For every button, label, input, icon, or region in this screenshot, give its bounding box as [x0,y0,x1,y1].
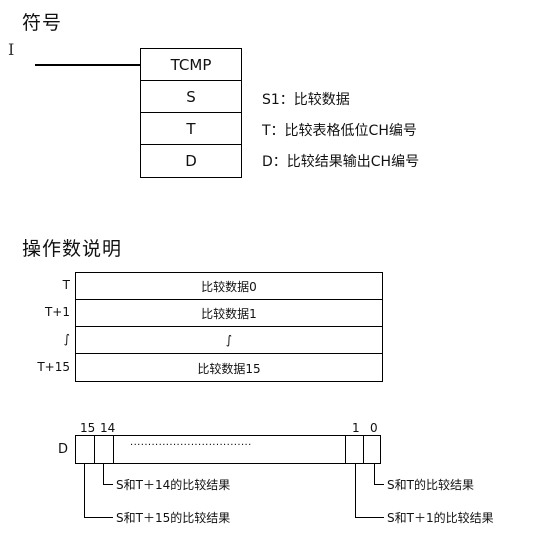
table-row: ∫ [76,327,382,354]
leader-bit1 [355,464,356,517]
leader-bit15-h [84,517,113,518]
leader-bit14 [103,464,104,484]
symbol-row-d: D [185,152,197,170]
symbol-row-s: S [141,81,241,113]
table-label-t1: T+1 [44,305,70,319]
leader-bit0-h [374,484,384,485]
bit-cell-15 [76,436,95,463]
desc-s: S1：比较数据 [262,92,350,108]
table-label-t15: T+15 [37,360,70,374]
table-label-ellipsis: ∫ [63,332,70,346]
annotation-bit14: S和T＋14的比较结果 [116,478,231,492]
symbol-title: TCMP [141,49,241,81]
bit-label-0: 0 [370,421,378,435]
register-label: D [58,442,69,457]
desc-t: T：比较表格低位CH编号 [262,123,417,139]
annotation-bit15: S和T＋15的比较结果 [116,511,231,525]
desc-d: D：比较结果输出CH编号 [262,154,420,170]
input-line [35,64,141,66]
annotation-bit0: S和T的比较结果 [387,478,474,492]
bit-label-14: 14 [100,421,116,435]
tcmp-symbol-box: TCMP S T D [140,48,242,178]
bit-dots: ·································· [130,440,252,451]
bit-register-box [75,435,381,464]
symbol-row-t: T [141,113,241,145]
bit-cell-1 [345,436,364,463]
leader-bit14-h [103,484,113,485]
operand-heading: 操作数说明 [22,238,123,260]
table-label-t: T [62,278,70,292]
annotation-bit1: S和T＋1的比较结果 [387,511,494,525]
symbol-heading: 符号 [22,12,63,34]
bit-cell-14 [95,436,114,463]
table-row: 比较数据1 [76,300,382,327]
table-row: 比较数据0 [76,273,382,300]
comparison-table: 比较数据0 比较数据1 ∫ 比较数据15 [75,272,383,382]
table-row: 比较数据15 [197,361,261,376]
leader-bit1-h [355,517,384,518]
leader-bit0 [374,464,375,484]
bit-label-15: 15 [80,421,96,435]
leader-bit15 [84,464,85,517]
text-cursor-icon: I [8,40,15,59]
bit-label-1: 1 [352,421,360,435]
